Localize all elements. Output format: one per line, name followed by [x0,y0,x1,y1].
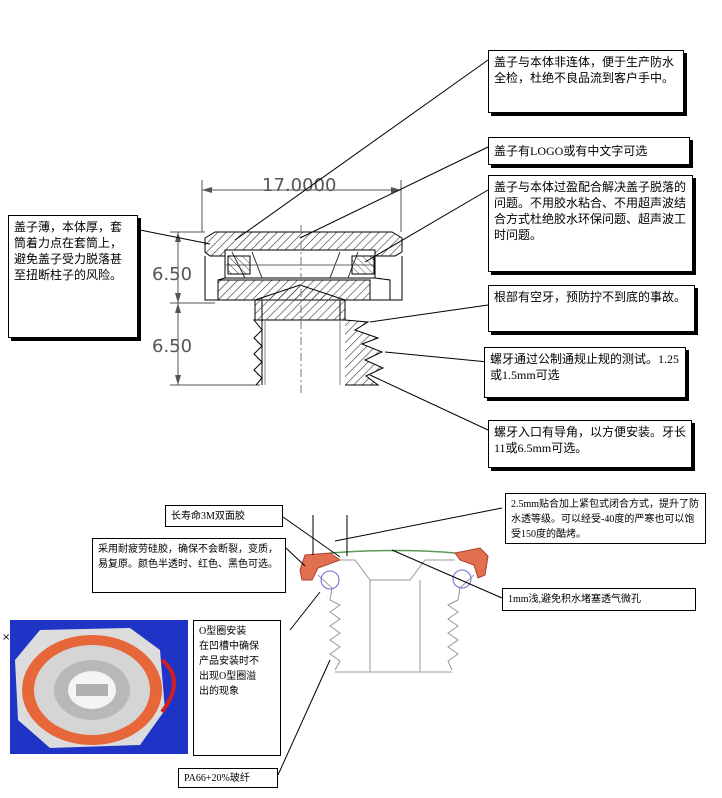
callout-interference: 盖子与本体过盈配合解决盖子脱落的问题。不用胶水粘合、不用超声波结合方式杜绝胶水环… [488,175,693,272]
dim-height-thread: 6.50 [152,336,192,357]
callout-material: PA66+20%玻纤 [178,768,278,788]
leader-lines-top [139,59,489,431]
leader-lines-bottom [277,507,503,776]
callout-thin-cap: 盖子薄，本体厚，套筒着力点在套筒上，避免盖子受力脱落甚至扭断柱子的风险。 [8,215,138,338]
bottom-cross-section [299,515,489,673]
callout-logo: 盖子有LOGO或有中文字可选 [488,137,690,165]
callout-hollow-root: 根部有空牙，预防拧不到底的事故。 [488,285,695,332]
callout-thread-gauge: 螺牙通过公制通规止规的测试。1.25或1.5mm可选 [484,347,686,398]
top-cross-section [170,180,403,395]
callout-membrane: 2.5mm贴合加上紧包式闭合方式，提升了防水透等级。可以经受-40度的严寒也可以… [505,493,706,544]
callout-oring: O型圈安装 在凹槽中确保 产品安装时不 出现O型圈溢 出的现象 [193,620,281,756]
render-image [10,620,188,754]
callout-silicone: 采用耐疲劳硅胶，确保不会断裂，变质，易复原。颜色半透时、红色、黑色可选。 [92,538,286,593]
dim-width: 17.0000 [262,175,336,196]
callout-vent-hole: 1mm浅,避免积水堵塞透气微孔 [502,588,696,611]
dim-height-cap: 6.50 [152,264,192,285]
close-icon: × [2,632,11,643]
callout-lead-in: 螺牙入口有导角，以方便安装。牙长11或6.5mm可选。 [488,420,692,468]
callout-separate-cap: 盖子与本体非连体，便于生产防水全检，杜绝不良品流到客户手中。 [488,50,684,113]
callout-tape: 长寿命3M双面胶 [165,505,283,527]
